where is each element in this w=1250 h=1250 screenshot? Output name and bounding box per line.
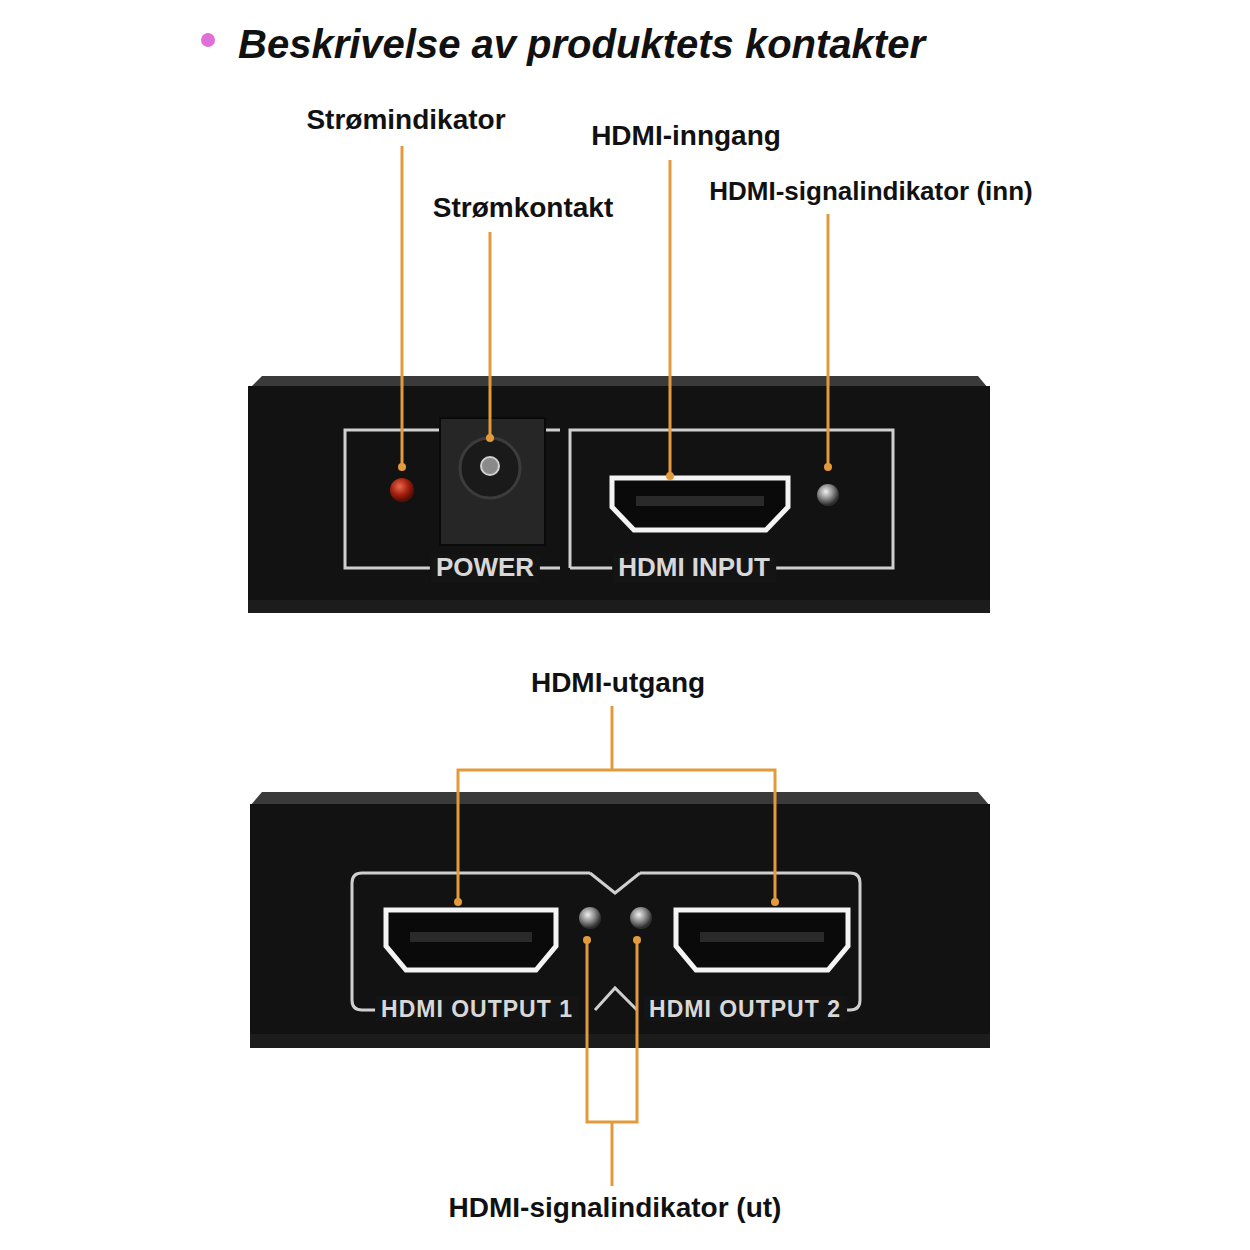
device-input-side xyxy=(248,376,990,613)
callout-label: HDMI-signalindikator (inn) xyxy=(705,177,1037,207)
device-output-side xyxy=(250,792,990,1048)
callout-label: HDMI-inngang xyxy=(587,120,785,152)
panel-print: HDMI INPUT xyxy=(612,553,776,583)
bullet-dot xyxy=(201,33,215,47)
panel-print: HDMI OUTPUT 2 xyxy=(643,996,847,1022)
leader-dots xyxy=(398,434,832,944)
panel-print: POWER xyxy=(430,553,540,583)
callout-label: Strømkontakt xyxy=(429,192,617,224)
page-title: Beskrivelse av produktets kontakter xyxy=(238,21,925,67)
callout-label: HDMI-utgang xyxy=(527,667,709,699)
callout-label: HDMI-signalindikator (ut) xyxy=(445,1192,786,1224)
callout-label: Strømindikator xyxy=(302,104,509,136)
panel-print: HDMI OUTPUT 1 xyxy=(375,996,579,1022)
leader-lines xyxy=(402,146,828,1186)
